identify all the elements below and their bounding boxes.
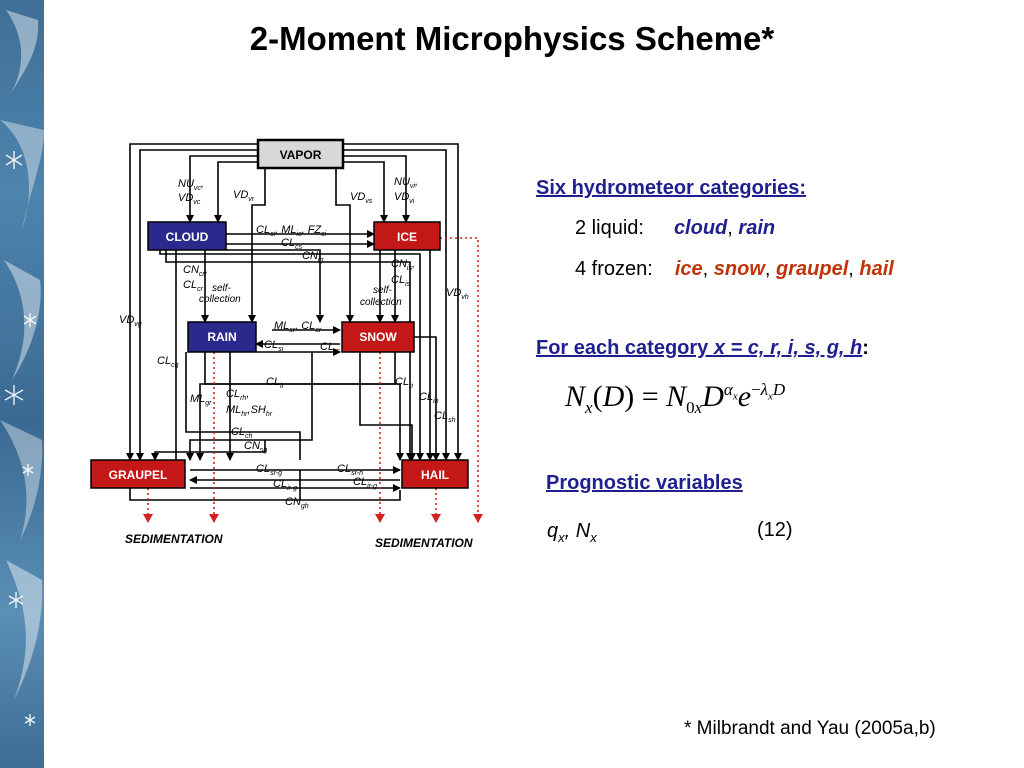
ice-label: ICE <box>397 230 417 244</box>
category-expression: x = c, r, i, s, g, h <box>713 337 863 359</box>
for-each-heading: For each category x = c, r, i, s, g, h: <box>536 337 869 359</box>
graupel-box: GRAUPEL <box>90 459 186 489</box>
frozen-line: 4 frozen:ice, snow, graupel, hail <box>575 258 894 280</box>
cl-sh-label: CLsh <box>434 410 456 424</box>
graupel-label: GRAUPEL <box>109 468 168 482</box>
cl-ch-label: CLch <box>231 426 253 440</box>
cl-ir-g2-label: CLir-g <box>353 476 377 490</box>
liquid-label: 2 liquid: <box>575 217 644 239</box>
cl-rs-label: CLrs <box>320 341 340 355</box>
liquid-line: 2 liquid:cloud, rain <box>575 217 776 239</box>
prognostic-variables: qx, Nx <box>547 520 597 545</box>
sedimentation-arrows <box>143 237 483 523</box>
vd-vi-label: VDvi <box>394 191 415 205</box>
rain-box: RAIN <box>187 321 257 353</box>
vd-vc-label: VDvc <box>178 192 201 206</box>
ml-hr-label: MLhr,SHhr <box>226 404 273 418</box>
cn-gh-label: CNgh <box>285 496 309 510</box>
cl-is-label: CLis <box>391 274 411 288</box>
sedimentation-left-label: SEDIMENTATION <box>125 532 223 546</box>
page-title: 2-Moment Microphysics Scheme* <box>249 20 775 57</box>
cloud-term: cloud <box>673 217 728 239</box>
variable-count: (12) <box>757 519 793 541</box>
nu-vc-label: NUvc, <box>178 178 204 192</box>
graupel-term: graupel <box>776 258 849 280</box>
cl-cs-label: CLcs <box>281 237 303 251</box>
cl-cr-label: CLcr <box>183 279 204 293</box>
decorative-sidebar <box>0 0 44 768</box>
vd-vs-label: VDvs <box>350 191 373 205</box>
vapor-label: VAPOR <box>280 148 322 162</box>
cn-is-label: CNis, <box>391 258 415 272</box>
cl-si-label: CLsi <box>264 339 284 353</box>
self-collection-labels: self- collection self- collection <box>199 283 402 308</box>
ice-box: ICE <box>373 221 441 251</box>
cn-sg-label: CNsg <box>244 440 267 454</box>
snow-label: SNOW <box>359 330 397 344</box>
svg-text:self-: self- <box>212 283 232 294</box>
cl-ci-label: CLci, MLic, FZci <box>256 224 327 238</box>
vd-vg-label: VDvg <box>119 314 142 328</box>
hail-label: HAIL <box>421 468 449 482</box>
cl-rh-label: CLrh, <box>226 388 249 402</box>
cloud-box: CLOUD <box>147 221 227 251</box>
footnote: * Milbrandt and Yau (2005a,b) <box>684 718 936 739</box>
snow-term: snow <box>713 258 765 280</box>
categories-heading: Six hydrometeor categories: <box>536 177 807 199</box>
cloud-label: CLOUD <box>166 230 209 244</box>
svg-text:collection: collection <box>199 294 241 305</box>
snowflake-pattern-icon <box>0 10 44 726</box>
ml-gr-label: MLgr <box>190 393 212 407</box>
rain-label: RAIN <box>207 330 236 344</box>
ml-sr-label: MLsr, CLsr <box>274 320 322 334</box>
distribution-equation: Nx(D) = N0xDαxe−λxD <box>565 380 786 417</box>
svg-text:self-: self- <box>373 285 393 296</box>
vd-vr-label: VDvr <box>233 189 255 203</box>
ice-term: ice <box>674 258 703 280</box>
hail-term: hail <box>859 258 894 280</box>
frozen-label: 4 frozen: <box>575 258 653 280</box>
cl-sr-g-label: CLsr-g <box>256 463 282 477</box>
cl-sr-h-label: CLsr-h <box>337 463 363 477</box>
cl-ri-label: CLri <box>395 376 413 390</box>
sedimentation-right-label: SEDIMENTATION <box>375 536 473 550</box>
process-lines <box>126 143 462 501</box>
svg-text:collection: collection <box>360 297 402 308</box>
hail-box: HAIL <box>401 459 469 489</box>
prognostic-heading: Prognostic variables <box>546 472 743 494</box>
microphysics-diagram: VAPOR CLOUD ICE RAIN SNOW GRAUPEL HAIL N… <box>90 138 483 550</box>
cn-cr-label: CNcr, <box>183 264 208 278</box>
nu-vi-label: NUvi, <box>394 176 418 190</box>
vapor-box: VAPOR <box>256 138 345 170</box>
vd-vh-label: VDvh <box>446 287 469 301</box>
cl-ir-label: CLir <box>266 376 285 390</box>
rain-term: rain <box>738 217 776 239</box>
snow-box: SNOW <box>341 321 415 353</box>
